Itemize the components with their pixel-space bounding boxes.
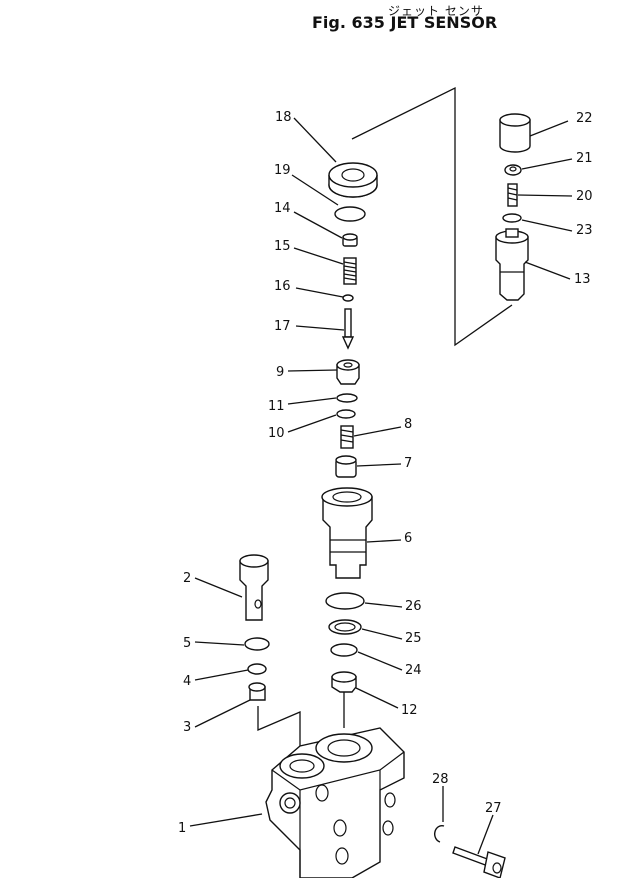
callout-7: 7 [404, 456, 412, 471]
part-18-nut [328, 162, 378, 198]
callout-4: 4 [183, 674, 191, 689]
part-22-cap [499, 113, 531, 153]
callout-15: 15 [274, 239, 291, 254]
part-25-backup-ring [328, 619, 362, 635]
leader-lines [189, 117, 573, 855]
callout-26: 26 [405, 599, 422, 614]
callout-3: 3 [183, 720, 191, 735]
callout-5: 5 [183, 636, 191, 651]
callout-18: 18 [275, 110, 292, 125]
assembly-lines [257, 86, 513, 755]
part-14-cap [342, 233, 358, 247]
callout-9: 9 [276, 365, 284, 380]
part-16-washer [342, 294, 354, 302]
part-28-snap-ring [434, 824, 445, 843]
callout-10: 10 [268, 426, 285, 441]
figure-title: Fig. 635 JET SENSOR [312, 13, 498, 32]
callout-2: 2 [183, 571, 191, 586]
callout-6: 6 [404, 531, 412, 546]
part-17-needle [341, 308, 355, 350]
callout-25: 25 [405, 631, 422, 646]
part-1-valve-block [265, 727, 405, 879]
callout-17: 17 [274, 319, 291, 334]
part-3-plug [248, 682, 266, 701]
part-4-o-ring [247, 663, 267, 675]
callout-16: 16 [274, 279, 291, 294]
callout-14: 14 [274, 201, 291, 216]
part-9-plug [336, 359, 360, 385]
part-23-o-ring [502, 213, 522, 223]
part-6-body [321, 487, 373, 579]
callout-labels: 18 19 14 15 16 17 9 11 10 8 7 6 26 25 24… [178, 110, 593, 836]
callout-11: 11 [268, 399, 285, 414]
callout-22: 22 [576, 111, 593, 126]
part-11-o-ring [336, 393, 358, 403]
part-15-spring [343, 257, 357, 285]
part-8-spring [340, 425, 354, 449]
callout-19: 19 [274, 163, 291, 178]
part-12-plug [331, 671, 357, 693]
callout-28: 28 [432, 772, 449, 787]
callout-13: 13 [574, 272, 591, 287]
part-26-o-ring [325, 592, 365, 610]
part-21-nut [504, 164, 522, 176]
part-24-o-ring [330, 643, 358, 657]
callout-27: 27 [485, 801, 502, 816]
part-10-o-ring [336, 409, 356, 419]
callout-20: 20 [576, 189, 593, 204]
callout-12: 12 [401, 703, 418, 718]
part-19-o-ring [334, 206, 366, 222]
callout-1: 1 [178, 821, 186, 836]
callout-23: 23 [576, 223, 593, 238]
callout-21: 21 [576, 151, 593, 166]
part-13-sensor-body [495, 228, 529, 301]
figure-title-japanese: ジェット センサ [388, 4, 484, 18]
callout-24: 24 [405, 663, 422, 678]
callout-8: 8 [404, 417, 412, 432]
part-20-screw [507, 183, 518, 207]
part-2-plug [239, 554, 269, 621]
part-7-seat [335, 455, 357, 478]
part-5-o-ring [244, 637, 270, 651]
